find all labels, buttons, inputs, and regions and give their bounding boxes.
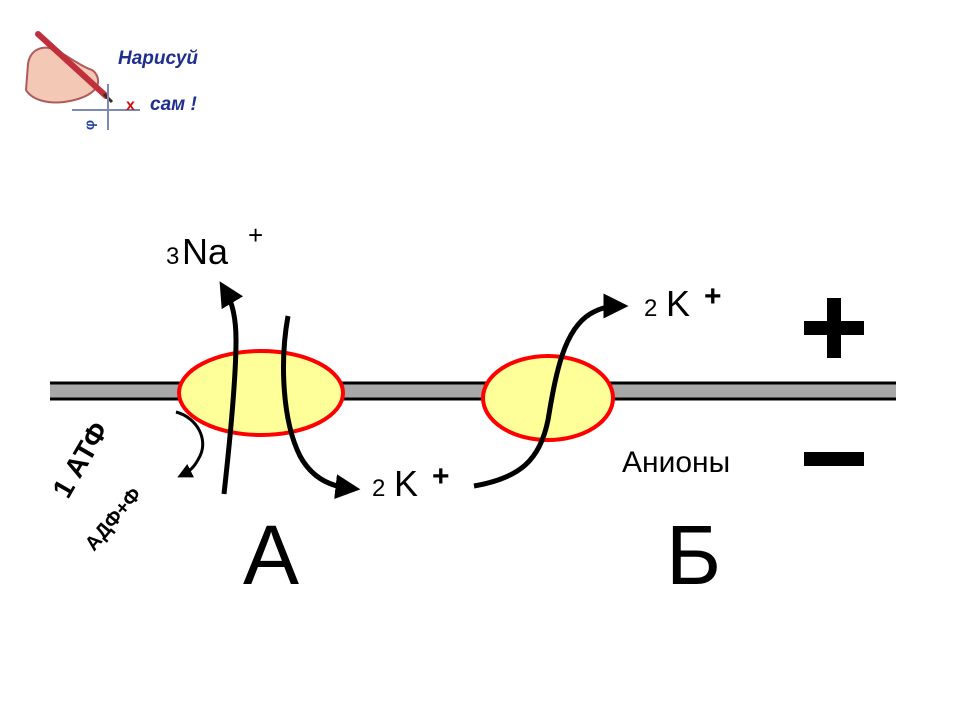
k-ion-outside-label: 2 K + xyxy=(644,280,722,324)
atp-arrow xyxy=(175,410,205,478)
logo-line1: Нарисуй xyxy=(118,48,198,69)
svg-text:K: K xyxy=(666,283,690,324)
minus-sign xyxy=(804,452,864,466)
svg-text:φ: φ xyxy=(81,120,97,130)
logo-line2: сам ! xyxy=(150,94,197,115)
k-influx-arrow xyxy=(281,315,361,500)
hand-with-pencil-icon: x φ xyxy=(24,31,140,130)
svg-text:3: 3 xyxy=(166,243,179,270)
na-efflux-arrow xyxy=(219,281,244,495)
membrane-band xyxy=(50,383,896,399)
plus-sign xyxy=(804,298,864,358)
svg-text:+: + xyxy=(432,460,450,493)
protein-a-pump xyxy=(177,349,345,437)
k-ion-inside-label: 2 K + xyxy=(372,460,450,504)
label-a: А xyxy=(243,508,299,602)
svg-text:Na: Na xyxy=(182,231,229,272)
cell-membrane xyxy=(50,381,896,401)
svg-text:x: x xyxy=(126,97,135,114)
atp-label: 1 АТФ xyxy=(46,416,114,503)
anions-label: Анионы xyxy=(622,446,730,479)
svg-text:2: 2 xyxy=(372,475,385,502)
draw-yourself-logo: x φ Нарисуй сам ! xyxy=(24,31,198,130)
label-b: Б xyxy=(666,508,721,602)
k-efflux-arrow xyxy=(473,293,629,489)
na-ion-label: 3 Na + xyxy=(166,220,263,272)
svg-text:+: + xyxy=(248,220,263,250)
svg-text:+: + xyxy=(704,280,722,313)
svg-text:2: 2 xyxy=(644,295,657,322)
adp-label: АДФ+Ф xyxy=(81,484,146,556)
protein-b-channel xyxy=(481,354,615,442)
svg-text:K: K xyxy=(394,463,418,504)
